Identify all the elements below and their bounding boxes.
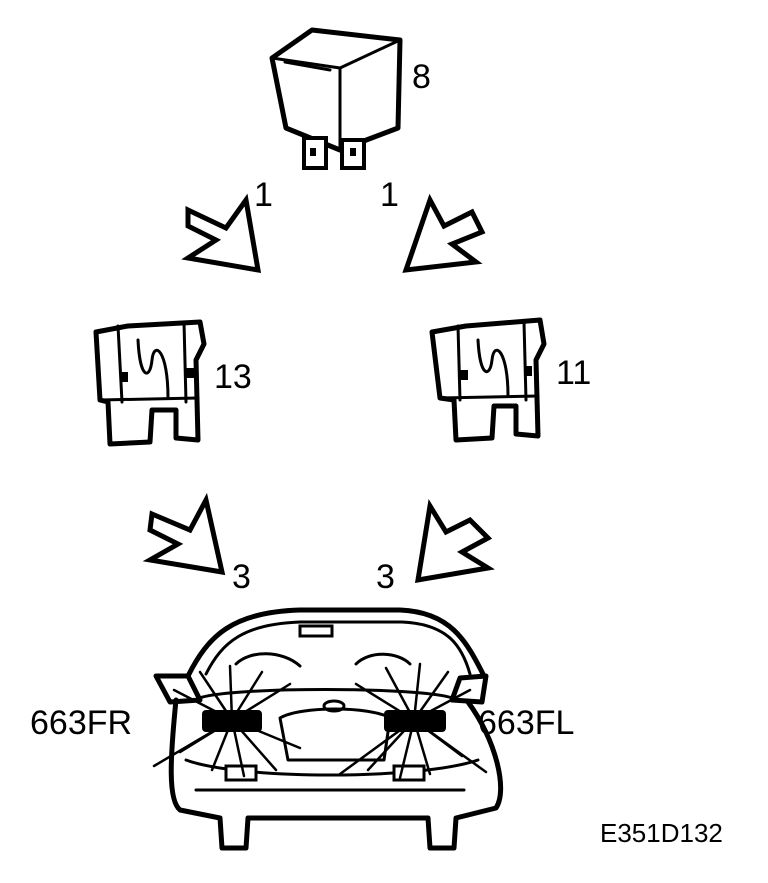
fuse-left-label: 13 [214,358,252,396]
arrow-icon-top-left [181,193,262,274]
relay-label: 8 [412,58,431,96]
figure-code: E351D132 [600,818,723,848]
lamp-left-label: 663FR [30,704,133,742]
car-icon [152,607,504,851]
arrow-bottom-right-label: 3 [376,558,395,596]
arrow-top-right-label: 1 [380,176,399,214]
arrow-icon-bottom-left [142,492,226,576]
arrow-icon-bottom-right [414,498,495,584]
arrow-icon-top-right [402,193,486,273]
fuse-icon-left [93,319,207,447]
fuse-icon-right [429,317,547,443]
lamp-right-label: 663FL [478,704,575,742]
arrow-bottom-left-label: 3 [232,558,251,596]
arrow-top-left-label: 1 [254,176,273,214]
relay-icon [269,27,403,170]
fuse-right-label: 11 [556,354,592,392]
